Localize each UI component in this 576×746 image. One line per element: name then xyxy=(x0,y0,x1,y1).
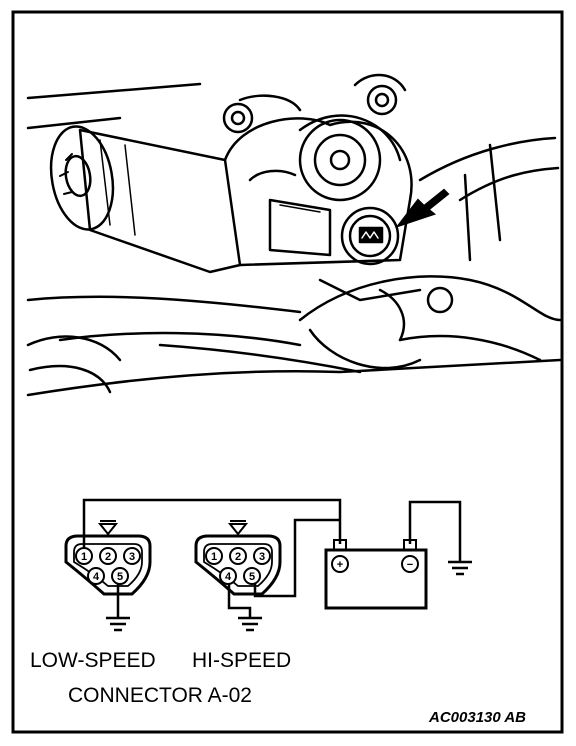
low-pin-1: 1 xyxy=(81,551,87,563)
low-speed-connector: 1 2 3 4 5 xyxy=(64,520,152,596)
hi-pin-5: 5 xyxy=(249,571,255,583)
ground-icon xyxy=(106,616,130,632)
hi-pin-3: 3 xyxy=(259,551,265,563)
battery-negative-icon xyxy=(401,555,419,573)
low-pin-3: 3 xyxy=(129,551,135,563)
battery-positive-icon xyxy=(331,555,349,573)
low-speed-pins xyxy=(75,547,141,585)
low-pin-2: 2 xyxy=(105,551,111,563)
connector-key-icon xyxy=(227,523,249,536)
hi-pin-2: 2 xyxy=(235,551,241,563)
figure-code: AC003130 AB xyxy=(428,709,526,726)
hi-pin-1: 1 xyxy=(211,551,217,563)
hi-speed-pins xyxy=(205,547,271,585)
hi-pin-4: 4 xyxy=(225,571,232,583)
motor-illustration xyxy=(26,73,562,397)
battery-positive-label: + xyxy=(337,559,343,571)
figure-frame xyxy=(11,10,564,734)
hi-speed-label: HI-SPEED xyxy=(192,649,291,672)
low-speed-label: LOW-SPEED xyxy=(30,649,156,672)
battery: + − xyxy=(324,539,428,610)
wiring-lines xyxy=(82,498,462,618)
low-pin-4: 4 xyxy=(93,571,100,583)
battery-negative-label: − xyxy=(407,559,413,571)
connector-label: CONNECTOR A-02 xyxy=(68,684,252,707)
ground-icon xyxy=(238,616,262,632)
ground-icon xyxy=(448,560,472,576)
pointer-arrow-icon xyxy=(395,188,450,228)
hi-speed-connector: 1 2 3 4 5 xyxy=(194,520,282,596)
connector-key-icon xyxy=(97,523,119,536)
low-pin-5: 5 xyxy=(117,571,123,583)
